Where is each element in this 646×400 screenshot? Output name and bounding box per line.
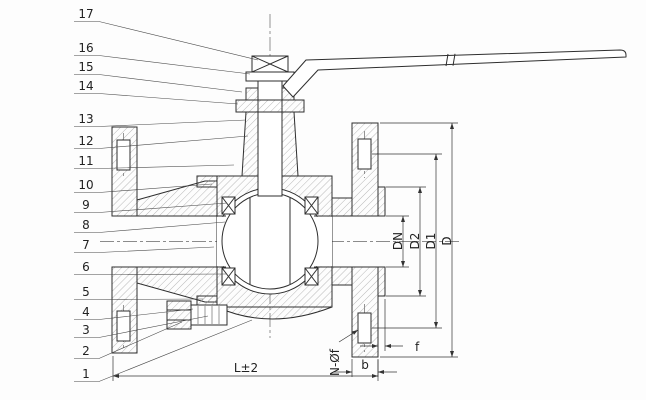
handle-lever [282,49,627,98]
callout-11: 11 [78,154,93,168]
dimension-labels: DN D2 D1 D L±2 N-Øf b f [234,232,454,376]
callout-5: 5 [82,285,90,299]
dim-label-d1: D1 [424,233,438,250]
callout-6: 6 [82,260,90,274]
callout-13: 13 [78,112,93,126]
stem-nut [251,55,289,73]
right-flange [351,122,386,358]
callout-8: 8 [82,218,90,232]
callout-4: 4 [82,305,90,319]
callout-15: 15 [78,60,93,74]
dim-label-dn: DN [391,232,405,250]
callout-10: 10 [78,178,93,192]
callout-16: 16 [78,41,93,55]
callout-1: 1 [82,367,90,381]
callout-3: 3 [82,323,90,337]
callout-leaders [74,21,259,382]
callout-labels: 17 16 15 14 13 12 11 10 9 8 7 6 5 4 3 2 … [78,7,93,381]
callout-17: 17 [78,7,93,21]
right-body-neck [331,197,353,286]
dim-label-b: b [361,358,369,372]
callout-2: 2 [82,344,90,358]
callout-9: 9 [82,198,90,212]
ball [221,192,319,290]
dimension-lines [112,122,458,381]
dim-label-bolt-holes: N-Øf [328,348,342,376]
stem [257,77,283,197]
dim-label-d2: D2 [408,233,422,250]
ball-seats [221,196,319,286]
left-flange [111,126,138,354]
left-body-neck [136,175,218,308]
dim-label-length: L±2 [234,361,258,375]
dim-label-f: f [415,340,420,354]
callout-14: 14 [78,79,93,93]
callout-7: 7 [82,238,90,252]
dim-label-d: D [440,236,454,245]
callout-12: 12 [78,134,93,148]
